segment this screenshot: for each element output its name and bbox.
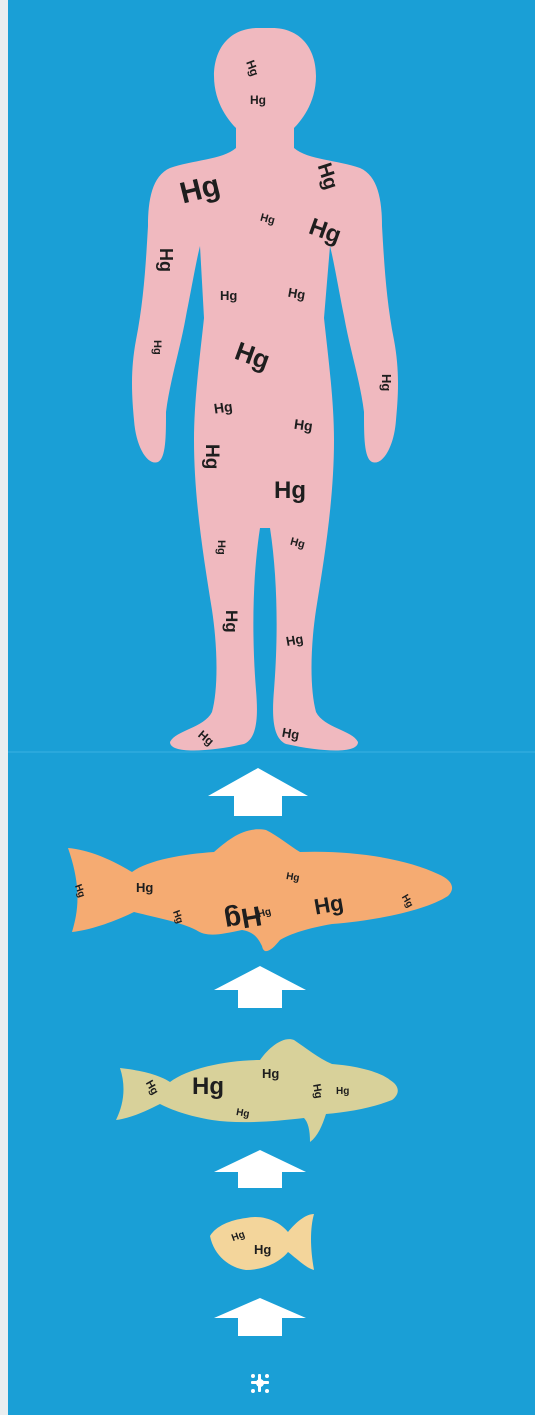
- up-arrow-icon: [208, 768, 308, 816]
- hg-label: Hg: [220, 288, 237, 303]
- hg-label: Hg: [156, 248, 176, 272]
- hg-label: Hg: [213, 398, 234, 416]
- hg-label: Hg: [312, 890, 345, 920]
- up-arrow-icon: [214, 966, 306, 1008]
- hg-label: Hg: [201, 444, 222, 469]
- hg-label: Hg: [192, 1073, 224, 1100]
- up-arrow-icon: [214, 1298, 306, 1336]
- hg-label: Hg: [136, 880, 153, 895]
- human-silhouette-icon: Hg Hg Hg Hg Hg Hg Hg Hg Hg Hg Hg Hg Hg H…: [132, 28, 398, 751]
- hg-label: Hg: [250, 93, 266, 107]
- up-arrow-icon: [214, 1150, 306, 1188]
- hg-label: Hg: [285, 871, 300, 884]
- medium-fish-icon: Hg Hg Hg Hg Hg Hg: [116, 1039, 398, 1142]
- large-fish-icon: Hg Hg Hg Hg Hg Hg Hg Hg: [68, 829, 452, 951]
- hg-label: Hg: [222, 900, 264, 937]
- small-fish-icon: Hg Hg: [210, 1214, 314, 1270]
- diagram-canvas: Hg Hg Hg Hg Hg Hg Hg Hg Hg Hg Hg Hg Hg H…: [8, 0, 535, 1415]
- plankton-icon: [251, 1374, 269, 1393]
- hg-label: Hg: [336, 1086, 349, 1097]
- hg-label: Hg: [287, 285, 307, 303]
- hg-label: Hg: [222, 610, 241, 633]
- hg-label: Hg: [274, 477, 306, 504]
- hg-label: Hg: [293, 416, 314, 434]
- hg-label: Hg: [281, 725, 301, 743]
- hg-label: Hg: [235, 1107, 250, 1120]
- hg-label: Hg: [151, 340, 163, 355]
- hg-label: Hg: [262, 1066, 279, 1081]
- food-chain-diagram: Hg Hg Hg Hg Hg Hg Hg Hg Hg Hg Hg Hg Hg H…: [8, 0, 535, 1415]
- hg-label: Hg: [310, 1083, 324, 1100]
- hg-label: Hg: [379, 374, 394, 391]
- hg-label: Hg: [215, 540, 227, 555]
- hg-label: Hg: [254, 1242, 271, 1257]
- hg-label: Hg: [285, 631, 305, 649]
